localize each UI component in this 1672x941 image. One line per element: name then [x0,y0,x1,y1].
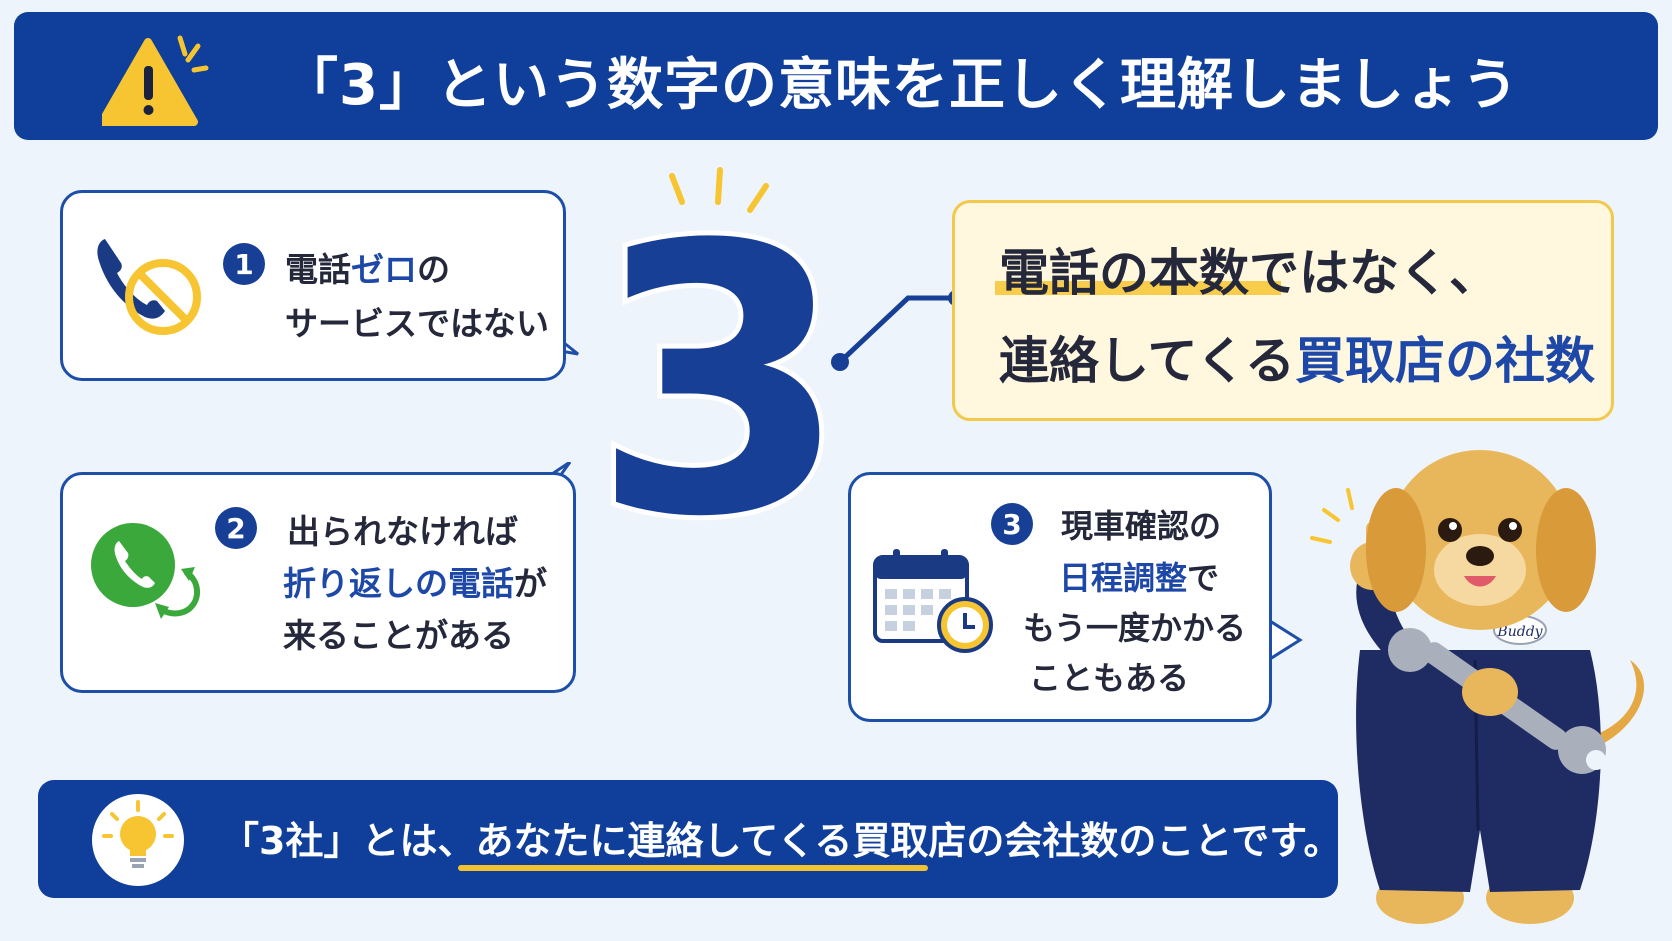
point-3-line2: 日程調整で [1059,553,1219,599]
point-3-number: 3 [991,503,1033,545]
point-3-line4: こともある [1029,659,1190,697]
explanation-text-2: 連絡してくる [999,332,1295,390]
point-2-text-rest: が [514,564,547,603]
explanation-box: 電話の本数ではなく、 連絡してくる買取店の社数 [952,200,1614,421]
explanation-line1: 電話の本数ではなく、 [999,233,1499,305]
big-number-graphic: 3 [586,163,853,603]
explanation-highlight-1: 電話の本数 [999,244,1249,302]
mascot-dog-illustration: Buddy [1310,450,1645,924]
warning-triangle-icon [102,35,209,126]
point-2-line3: 来ることがある [283,616,514,655]
mascot-badge-text: Buddy [1496,624,1543,640]
point-3-line3: もう一度かかる [1023,609,1247,647]
point-1-bubble: 1 電話ゼロの サービスではない [60,190,566,381]
point-2-line1: 出られなければ [287,512,518,551]
point-2-highlight: 折り返しの電話 [283,564,514,603]
point-3-text-rest: で [1187,559,1220,597]
point-1-number: 1 [223,243,265,285]
lightbulb-icon [102,800,174,868]
header-banner: 「3」という数字の意味を正しく理解しましょう [14,12,1658,140]
footer-text: 「3社」とは、あなたに連絡してくる買取店の会社数のことです。 [221,819,1342,863]
explanation-text-1: ではなく、 [1249,244,1499,302]
big-number-three: 3 [586,150,853,603]
point-3-bubble: 3 現車確認の 日程調整で もう一度かかる こともある [848,472,1272,722]
point-3-highlight: 日程調整 [1059,559,1188,597]
point-1-text-a: 電話 [285,250,351,289]
point-2-number: 2 [215,507,257,549]
point-1-line2: サービスではない [285,304,549,343]
callback-phone-icon [91,523,200,619]
point-3-line1: 現車確認の [1061,507,1222,545]
explanation-highlight-2: 買取店の社数 [1295,332,1595,390]
footer-underline [458,865,928,871]
highlight-marker [995,281,1281,295]
point-1-text-b: の [417,250,450,289]
page-title: 「3」という数字の意味を正しく理解しましょう [282,53,1519,118]
big-number-text: 3 [591,168,848,598]
point-1-line1: 電話ゼロの [285,243,450,291]
lightbulb-badge [92,794,184,886]
connector-line [831,290,964,371]
point-1-highlight: ゼロ [351,250,417,289]
footer-bar: 「3社」とは、あなたに連絡してくる買取店の会社数のことです。 [38,780,1342,898]
point-2-line2: 折り返しの電話が [283,557,547,605]
calendar-clock-icon [873,549,993,653]
phone-prohibited-icon [97,239,201,335]
explanation-line2: 連絡してくる買取店の社数 [999,321,1595,393]
point-2-bubble: 2 出られなければ 折り返しの電話が 来ることがある [60,472,576,693]
